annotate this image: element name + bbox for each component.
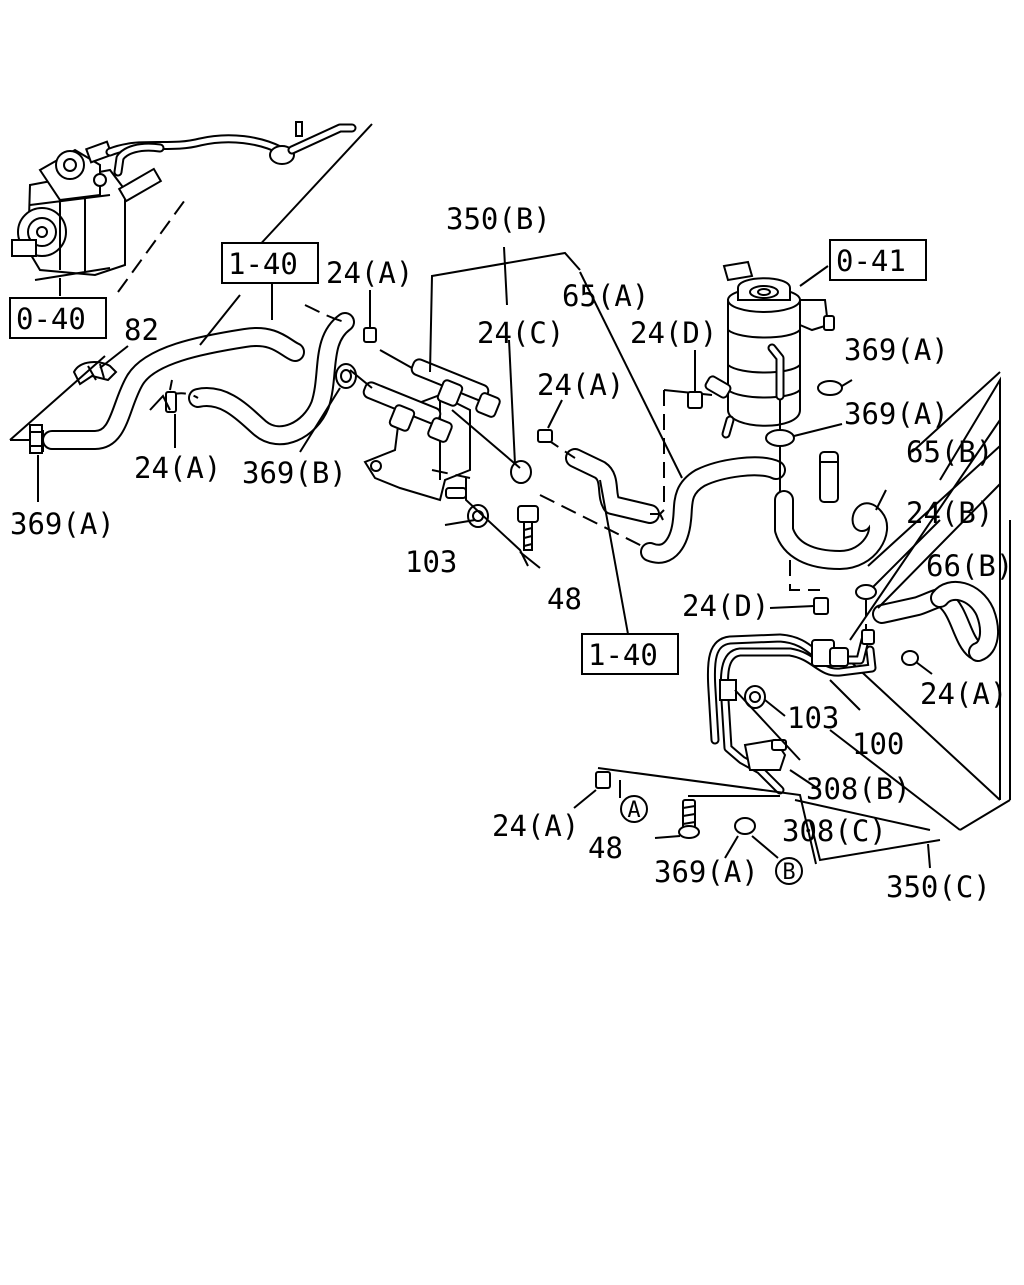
callout-48-bottom: 48 <box>588 831 623 865</box>
callout-24a-mid: 24(A) <box>537 368 624 402</box>
clamp-24c-axis <box>451 409 521 469</box>
callout-100: 100 <box>852 727 904 761</box>
fuel-filter-illustration <box>721 260 835 439</box>
clip-82-icon <box>72 361 118 386</box>
dash-24d-mid <box>789 560 820 591</box>
bolt-48-icon <box>517 505 539 551</box>
callout-24a-top: 24(A) <box>326 256 413 290</box>
bolt-48-bottom-icon <box>654 799 700 839</box>
svg-text:A: A <box>627 798 640 823</box>
svg-text:0-40: 0-40 <box>16 302 86 336</box>
clamp-24a-bottom-icon <box>573 771 611 809</box>
left-dim-lines <box>9 355 106 441</box>
leader-65b-24b <box>869 489 941 591</box>
callout-369b: 369(B) <box>242 456 347 490</box>
hose-65a-tip <box>650 509 665 521</box>
callout-103-right: 103 <box>787 701 839 735</box>
svg-text:1-40: 1-40 <box>228 247 298 281</box>
r140a-leader <box>199 282 273 346</box>
center-dash-b <box>539 494 651 551</box>
stud-icon <box>445 478 529 567</box>
left-clamp-guide <box>149 394 171 411</box>
svg-text:B: B <box>782 860 795 885</box>
callout-103-left: 103 <box>405 545 457 579</box>
callout-308b: 308(B) <box>806 772 911 806</box>
callout-82-leader <box>99 345 129 369</box>
callout-369a-r2: 369(A) <box>844 397 949 431</box>
bracket-350b-lines <box>429 246 581 373</box>
callout-24a-left: 24(A) <box>134 451 221 485</box>
clamp-369b-icon <box>335 363 357 389</box>
fuel-pipe-assembly <box>706 629 877 795</box>
callout-24d-top: 24(D) <box>630 316 717 350</box>
callout-369a-r1: 369(A) <box>844 333 949 367</box>
clamp-369a-r1-icon <box>817 379 853 396</box>
clip-369a-left-icon <box>29 424 43 454</box>
ref-box-1-40-lower[interactable]: 1-40 <box>581 633 679 675</box>
clamp-369a-r2-icon <box>765 423 843 447</box>
clamp-24a-top-icon <box>363 290 377 343</box>
hose-65b <box>774 451 889 570</box>
right-leaders <box>867 371 1001 609</box>
callout-369a-left: 369(A) <box>10 507 115 541</box>
clamp-24b-icon <box>855 584 877 600</box>
callout-66b: 66(B) <box>926 549 1013 583</box>
hose-66b <box>872 580 1000 662</box>
callout-24d-mid: 24(D) <box>682 589 769 623</box>
callout-350c: 350(C) <box>886 870 991 904</box>
circle-marker-a: A <box>620 795 648 823</box>
pump-fuel-pipe <box>105 121 357 177</box>
clamp-369a-bottom-icon <box>724 817 779 859</box>
center-leaders <box>444 519 541 569</box>
fuel-pump-illustration <box>11 140 163 281</box>
ref-box-0-41[interactable]: 0-41 <box>829 239 927 281</box>
callout-308c: 308(C) <box>782 814 887 848</box>
r140b-leader <box>599 479 629 635</box>
clamp-24a-mid-icon <box>537 399 563 443</box>
pump-dashed-guide <box>117 199 186 293</box>
clamp-24a-right-icon <box>901 650 933 675</box>
hose-dashed-joint <box>304 304 346 323</box>
callout-24a-bottom: 24(A) <box>492 809 579 843</box>
hose-65a <box>565 448 786 564</box>
left-fuel-hose <box>42 312 355 452</box>
callout-369a-bottom: 369(A) <box>654 855 759 889</box>
r041-leader <box>799 265 829 287</box>
svg-text:0-41: 0-41 <box>836 244 906 278</box>
svg-text:1-40: 1-40 <box>588 638 658 672</box>
callout-24b: 24(B) <box>906 496 993 530</box>
ref-box-1-40-upper[interactable]: 1-40 <box>221 242 319 284</box>
callout-82: 82 <box>124 313 159 347</box>
callout-65a: 65(A) <box>562 279 649 313</box>
lower-leaders <box>734 679 961 862</box>
ref-box-0-40[interactable]: 0-40 <box>9 297 107 339</box>
circle-marker-b: B <box>775 857 803 885</box>
clamp-24c-icon <box>508 339 532 484</box>
callout-350b: 350(B) <box>446 202 551 236</box>
callout-24a-right: 24(A) <box>920 677 1007 711</box>
nut-103-right-icon <box>744 685 766 709</box>
callout-24c: 24(C) <box>477 316 564 350</box>
nut-103-icon <box>467 504 489 528</box>
connector-axis-lines <box>349 349 413 389</box>
leader-24d-mid <box>769 605 815 609</box>
callout-350c-leader <box>927 843 931 869</box>
pump-pipe-leader <box>254 123 373 251</box>
connector-lower <box>362 381 453 443</box>
bracket-350c-lines <box>837 376 1011 831</box>
filter-connector <box>687 375 732 409</box>
center-dash-a <box>431 469 471 479</box>
callout-369b-leader <box>299 387 341 453</box>
callout-65b: 65(B) <box>906 435 993 469</box>
lower-bracket-lines <box>597 767 817 865</box>
callout-48-mid: 48 <box>547 582 582 616</box>
clamp-24d-mid-icon <box>813 597 829 615</box>
